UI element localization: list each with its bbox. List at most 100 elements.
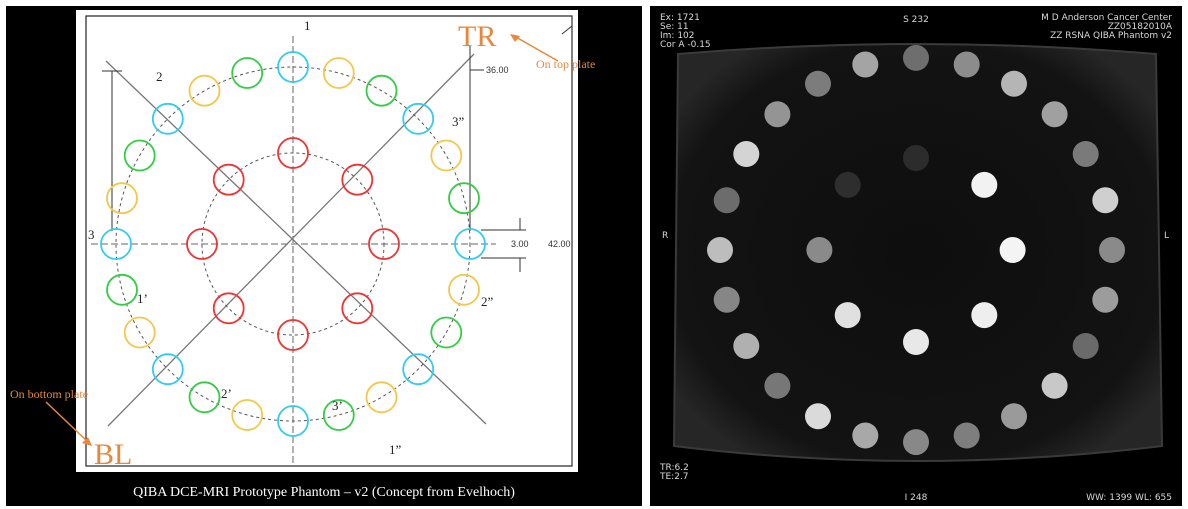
- bl-label: BL: [94, 438, 132, 471]
- inner-vial-circle: [277, 319, 309, 351]
- mri-outer-vial: [733, 141, 760, 167]
- top-plate-arrow: [513, 35, 559, 62]
- mri-inner-vial: [971, 171, 998, 198]
- mri-outer-vial: [764, 372, 791, 399]
- outer-vial-circle: [106, 182, 138, 215]
- outer-vial-circle: [365, 74, 398, 107]
- mri-outer-vial: [707, 237, 733, 263]
- mri-outer-vial: [1041, 372, 1068, 399]
- inner-vial-circle: [212, 292, 245, 325]
- outer-vial-circle: [123, 316, 156, 349]
- mri-inner-vial: [834, 171, 861, 198]
- mri-series: Se: 11: [660, 22, 689, 32]
- mri-patient-id: ZZ05182010A: [1108, 22, 1173, 32]
- inner-vial-circle: [277, 137, 309, 169]
- label-3-prime: 3’: [332, 398, 343, 413]
- outer-vial-circle: [106, 273, 138, 306]
- phantom-diagram-panel: 1 2 3 1’ 2’ 3’ 1” 2” 3” 36.00 3.00 42.00…: [6, 6, 642, 506]
- outer-vial-circle: [448, 273, 480, 306]
- vial-layer: [100, 51, 486, 437]
- mri-outer-vial: [805, 70, 831, 97]
- dimension-lines: [102, 16, 573, 466]
- inner-vial-circle: [186, 228, 218, 260]
- outer-vial-circle: [365, 381, 398, 414]
- outer-vial-circle: [277, 51, 309, 83]
- mri-outer-vial: [1072, 141, 1099, 167]
- vial-labels: 1 2 3 1’ 2’ 3’ 1” 2” 3”: [88, 18, 494, 457]
- outer-vial-circle: [231, 399, 264, 431]
- mri-outer-vial: [713, 187, 740, 214]
- outer-vial-circle: [100, 228, 132, 260]
- outer-vial-circle: [277, 405, 309, 437]
- label-1-prime: 1’: [137, 291, 148, 306]
- mri-inner-vial: [903, 145, 929, 171]
- diagram-caption: QIBA DCE-MRI Prototype Phantom – v2 (Con…: [133, 485, 515, 500]
- mri-outer-vial: [1092, 286, 1119, 313]
- mri-inner-vial: [806, 237, 833, 263]
- mri-inner-vial: [834, 302, 861, 329]
- mri-outer-vial: [805, 403, 831, 430]
- mri-outer-vial: [1001, 403, 1027, 430]
- outer-vial-circle: [151, 102, 184, 135]
- dim-3-label: 3.00: [511, 239, 529, 249]
- outer-vial-circle: [188, 74, 221, 107]
- mri-window-level: WW: 1399 WL: 655: [1086, 493, 1172, 503]
- outer-vial-circle: [123, 139, 156, 172]
- mri-image-panel: Ex: 1721 Se: 11 Im: 102 Cor A -0.15 S 23…: [650, 6, 1182, 506]
- mri-vial-layer: [707, 44, 1125, 456]
- outer-vial-circle: [430, 316, 463, 349]
- diagonal-line-a: [105, 60, 487, 425]
- label-1: 1: [304, 18, 311, 33]
- label-3: 3: [88, 227, 95, 242]
- top-plate-arrowhead: [510, 34, 520, 42]
- outer-vial-circle: [322, 57, 355, 89]
- dim-42-arrow: [561, 25, 573, 35]
- mri-tr: TR:6.2: [659, 463, 689, 473]
- inner-guide-circle: [201, 152, 385, 336]
- tr-label: TR: [458, 20, 496, 53]
- label-2: 2: [156, 69, 163, 84]
- dim-42-label: 42.00: [548, 239, 571, 249]
- mri-image-svg: Ex: 1721 Se: 11 Im: 102 Cor A -0.15 S 23…: [659, 13, 1173, 503]
- mri-inner-vial: [971, 302, 998, 329]
- mri-orientation: Cor A -0.15: [660, 40, 711, 50]
- mri-side-right: L: [1164, 231, 1169, 241]
- outer-vial-circle: [151, 353, 184, 386]
- mri-bottom-left-info: TR:6.2 TE:2.7: [659, 463, 689, 482]
- mri-patient-name: ZZ RSNA QIBA Phantom v2: [1050, 31, 1172, 41]
- mri-outer-vial: [1041, 101, 1068, 128]
- mri-outer-vial: [1001, 70, 1027, 97]
- label-2-double-prime: 2”: [481, 294, 494, 309]
- mri-outer-vial: [733, 333, 760, 359]
- mri-outer-vial: [903, 429, 929, 456]
- outer-vial-circle: [322, 399, 355, 431]
- outer-guide-circle: [115, 66, 471, 422]
- mri-outer-vial: [953, 422, 980, 449]
- mri-top-left-info: Ex: 1721 Se: 11 Im: 102 Cor A -0.15: [660, 13, 711, 50]
- outer-vial-circle: [188, 381, 221, 414]
- bottom-plate-note: On bottom plate: [10, 387, 88, 401]
- bottom-plate-arrowhead: [82, 437, 92, 446]
- mri-outer-vial: [852, 51, 879, 78]
- inner-vial-circle: [368, 228, 400, 260]
- mri-inner-vial: [903, 329, 929, 355]
- label-2-prime: 2’: [221, 386, 232, 401]
- mri-top-right-info: M D Anderson Cancer Center ZZ05182010A Z…: [1041, 13, 1173, 41]
- guide-circles: [115, 66, 471, 422]
- outer-vial-circle: [402, 102, 435, 135]
- mri-te: TE:2.7: [659, 472, 689, 482]
- mri-outer-vial: [953, 51, 980, 78]
- dimension-labels: 36.00 3.00 42.00: [486, 65, 571, 249]
- mri-inner-vial: [999, 237, 1026, 263]
- outer-vial-circle: [430, 139, 463, 172]
- mri-outer-vial: [713, 286, 740, 313]
- inner-vial-circle: [341, 163, 374, 196]
- mri-image-number: Im: 102: [660, 31, 695, 41]
- diagonal-line-b: [107, 53, 475, 427]
- label-3-double-prime: 3”: [452, 114, 465, 129]
- mri-side-left: R: [662, 231, 668, 241]
- top-plate-note: On top plate: [536, 57, 595, 71]
- outer-vial-circle: [402, 353, 435, 386]
- diagonal-lines: [105, 53, 487, 427]
- mri-exam: Ex: 1721: [660, 13, 700, 23]
